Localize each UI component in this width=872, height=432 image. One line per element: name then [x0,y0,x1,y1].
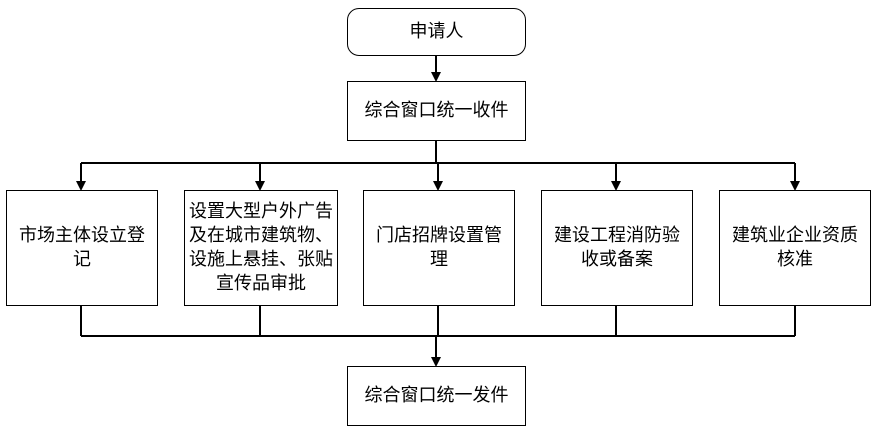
applicant-node: 申请人 [347,8,526,56]
intake-label: 综合窗口统一收件 [364,100,509,121]
intake-node: 综合窗口统一收件 [347,81,526,141]
branch-node-shop-signboard: 门店招牌设置管理 [363,190,515,306]
applicant-label: 申请人 [409,21,464,42]
branch-label: 建设工程消防验收或备案 [554,225,680,270]
output-label: 综合窗口统一发件 [364,385,509,406]
branch-node-fire-acceptance: 建设工程消防验收或备案 [541,190,693,306]
branch-label: 市场主体设立登记 [19,225,145,270]
branch-node-market-registration: 市场主体设立登记 [6,190,158,306]
branch-node-construction-qualification: 建筑业企业资质核准 [719,190,871,306]
output-node: 综合窗口统一发件 [347,366,526,426]
branch-label: 建筑业企业资质核准 [732,225,858,270]
branch-node-outdoor-advertising: 设置大型户外广告及在城市建筑物、设施上悬挂、张贴宣传品审批 [184,190,338,306]
branch-label: 设置大型户外广告及在城市建筑物、设施上悬挂、张贴宣传品审批 [189,201,333,294]
branch-label: 门店招牌设置管理 [376,225,502,270]
